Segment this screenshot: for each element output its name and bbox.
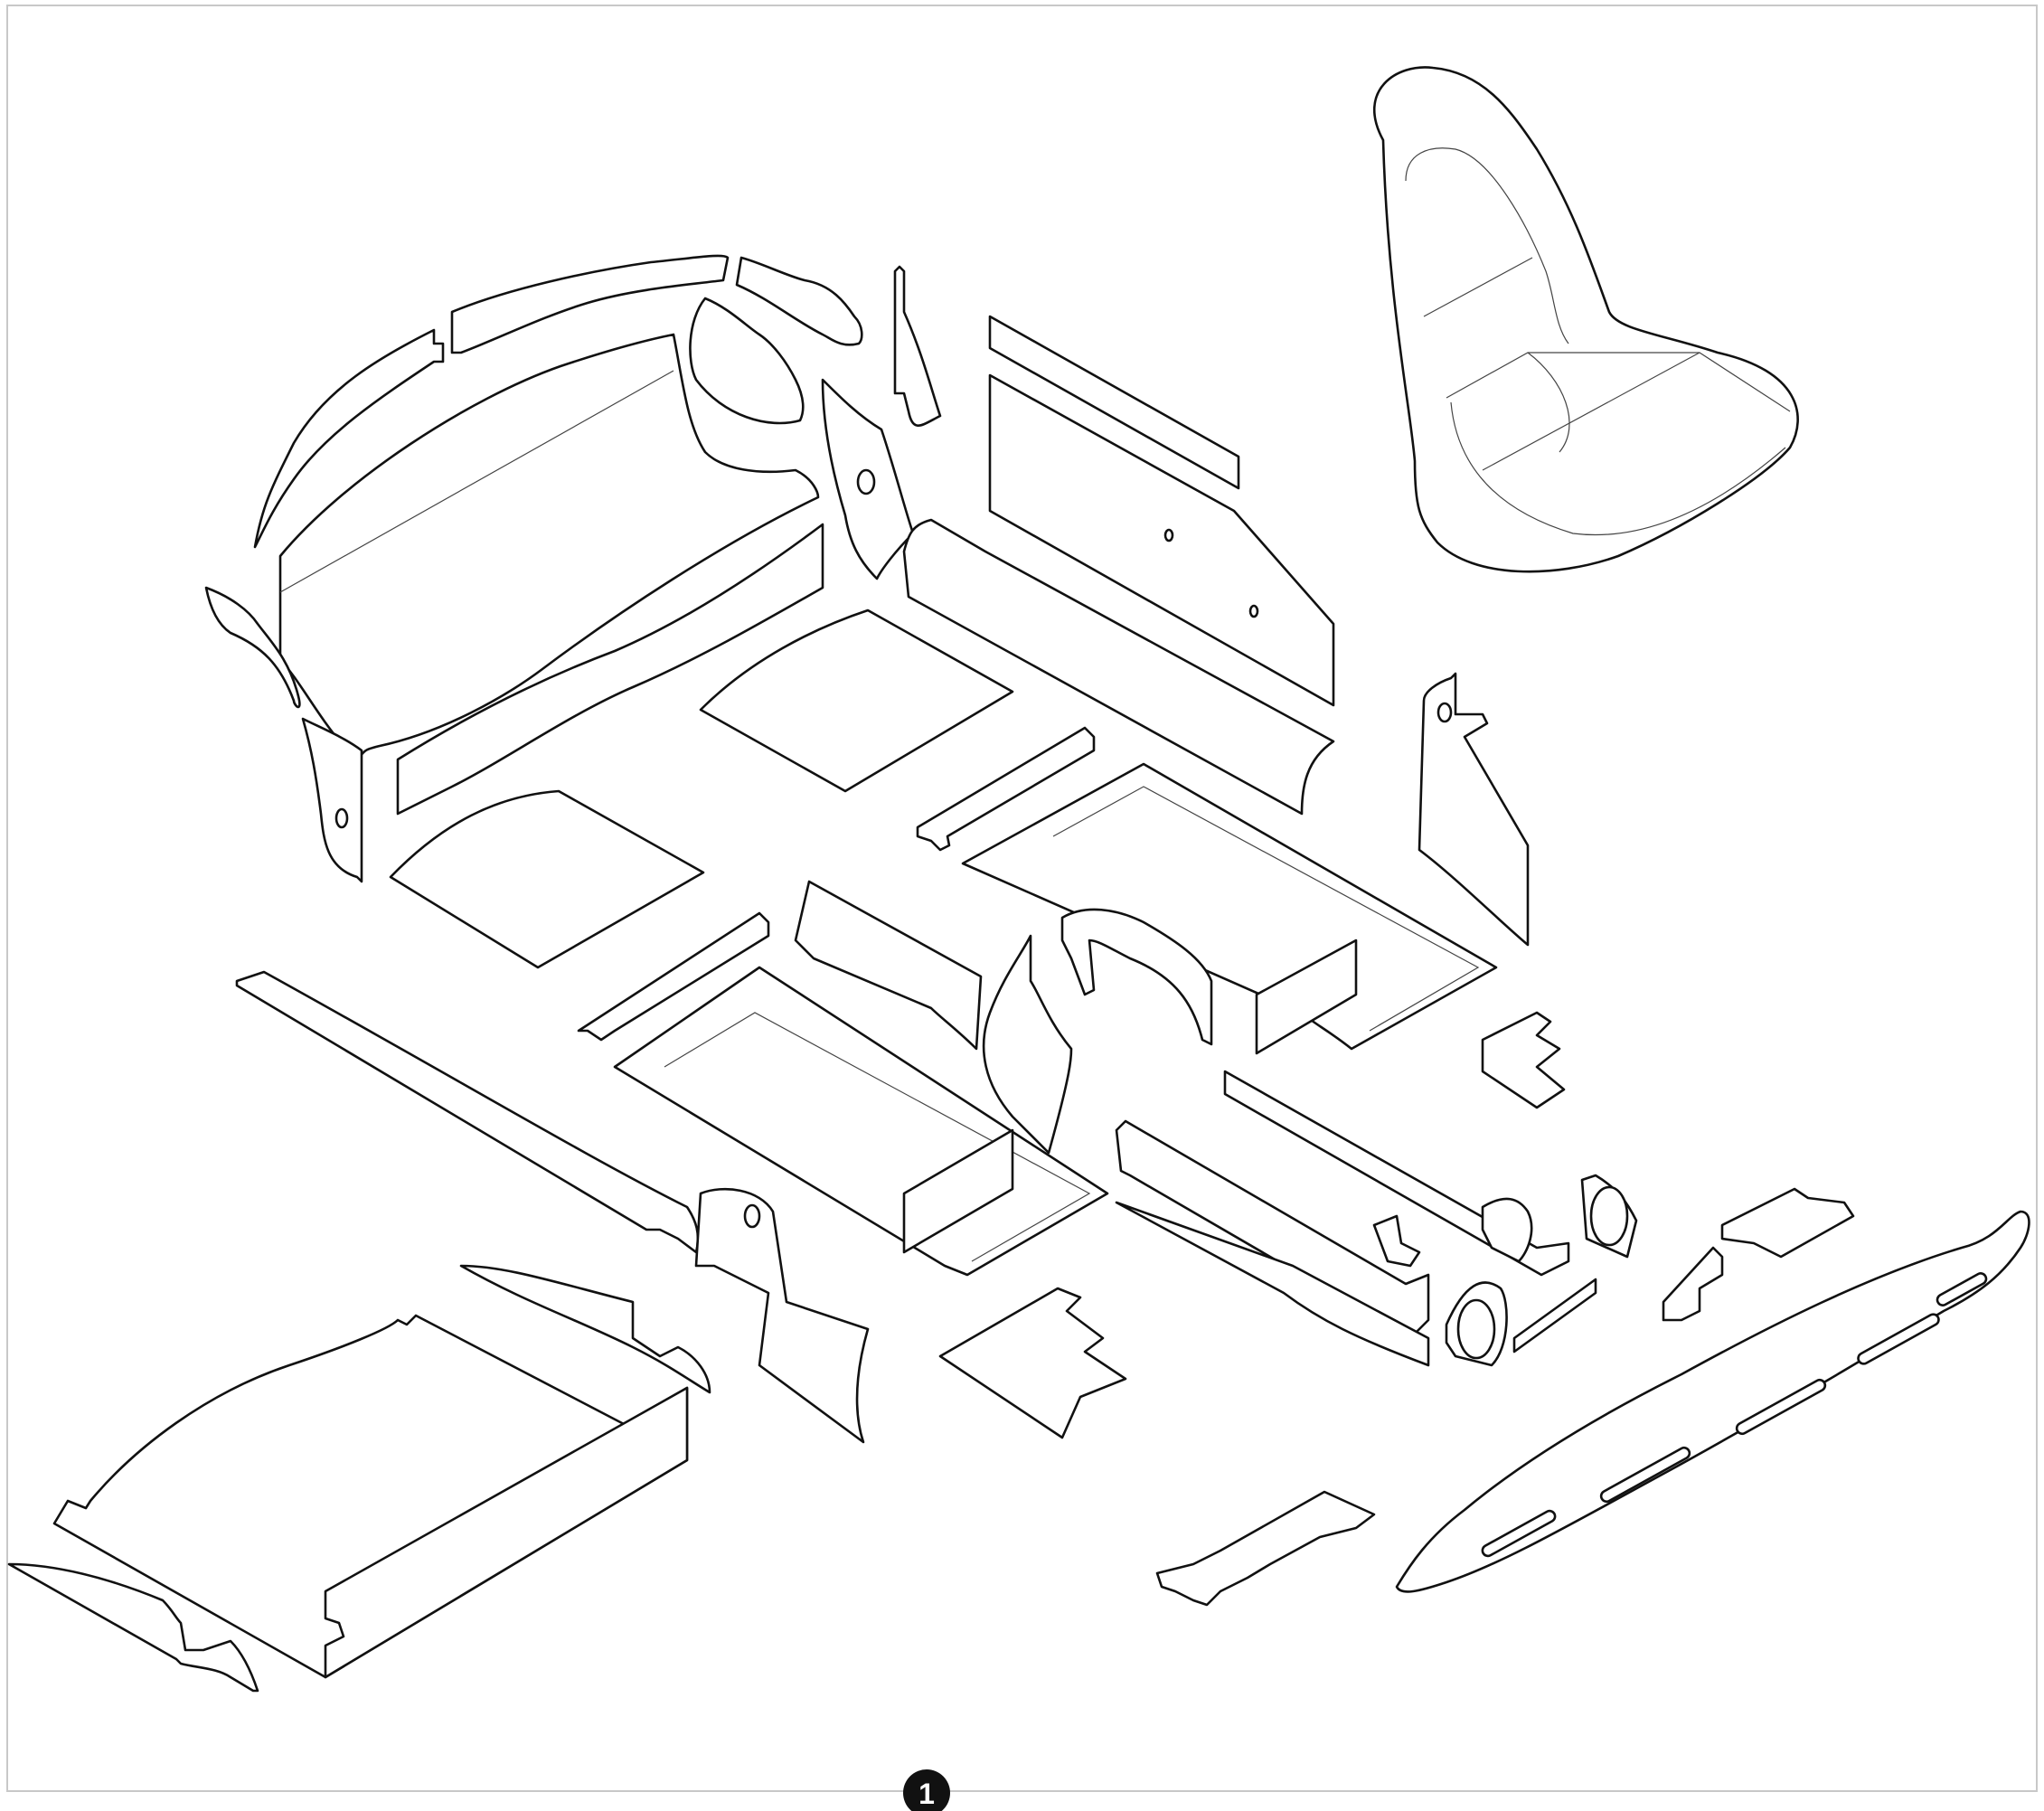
- page-number-text: 1: [918, 1778, 935, 1810]
- page-number-badge: 1: [903, 1769, 950, 1811]
- dashboard-top-panel: [1395, 1210, 2030, 1593]
- floor-mats: [389, 608, 1096, 1042]
- luggage-area-panels: [7, 1264, 711, 1693]
- left-wheelarch-brackets: [204, 586, 363, 883]
- seat-part: [1372, 66, 1799, 573]
- rear-arch-trim-panels: [253, 254, 863, 761]
- lower-center-parts: [694, 1187, 1855, 1607]
- tunnel-side-panels: [396, 265, 1335, 816]
- diagram-frame: [6, 5, 2038, 1792]
- right-footwell-mat: [961, 762, 1498, 1055]
- left-footwell-mat: [613, 880, 1109, 1277]
- right-footwell-brackets: [1115, 672, 1638, 1367]
